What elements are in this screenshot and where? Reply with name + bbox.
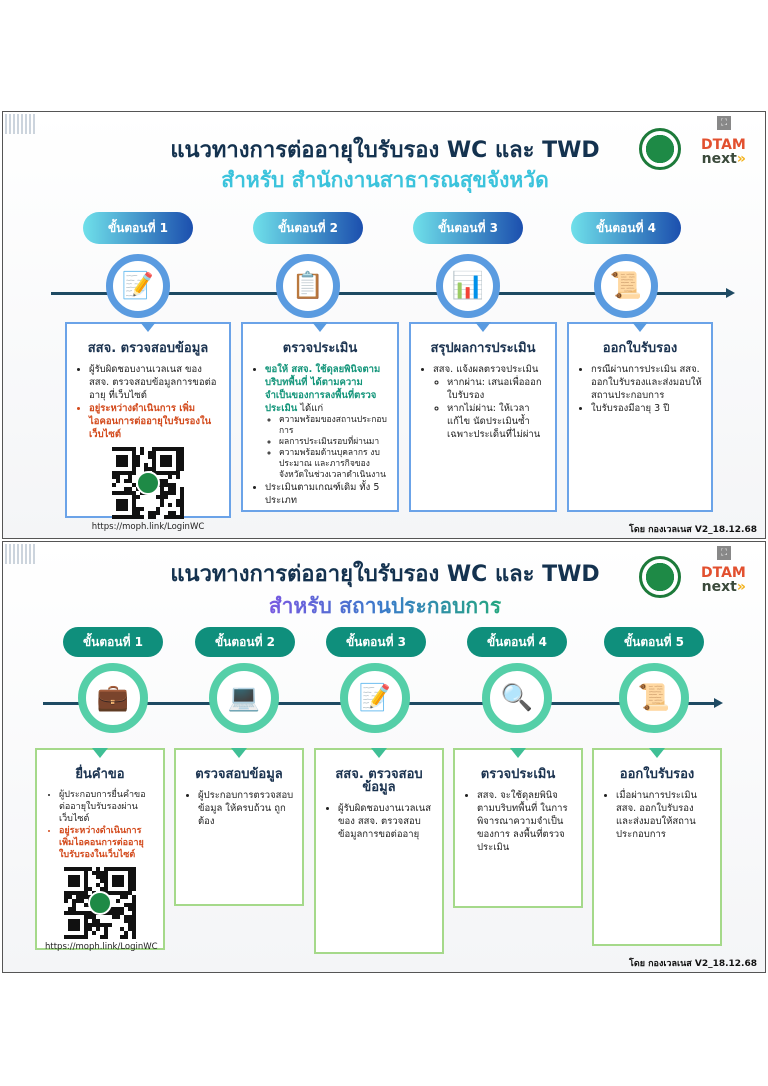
sub-bullet: ความพร้อมของสถานประกอบการ bbox=[279, 415, 389, 437]
card-heading: สรุปผลการประเมิน bbox=[430, 341, 536, 356]
card-heading: ออกใบรับรอง bbox=[619, 767, 695, 782]
qr-code[interactable] bbox=[64, 867, 136, 939]
card-bullet: ใบรับรองมีอายุ 3 ปี bbox=[591, 402, 703, 415]
step-2-card: ตรวจประเมิน ขอให้ สสจ. ใช้ดุลยพินิจตามบร… bbox=[241, 322, 399, 512]
location-search-icon: 🔍 bbox=[482, 663, 552, 733]
document-sign-icon: 📝 bbox=[106, 254, 170, 318]
expand-icon[interactable]: ⛶ bbox=[717, 546, 731, 560]
step-2-pill: ขั้นตอนที่ 2 bbox=[195, 627, 295, 657]
card-bullet: ประเมินตามเกณฑ์เดิม ทั้ง 5 ประเภท bbox=[265, 481, 389, 507]
login-url[interactable]: https://moph.link/LoginWC bbox=[45, 942, 158, 952]
step-4-card: ตรวจประเมิน สสจ. จะใช้ดุลยพินิจตามบริบทพ… bbox=[453, 748, 583, 908]
card-bullet: สสจ. แจ้งผลตรวจประเมิน bbox=[433, 364, 539, 375]
step-4-card: ออกใบรับรอง กรณีผ่านการประเมิน สสจ. ออกใ… bbox=[567, 322, 713, 512]
highlight-text: ขอให้ สสจ. ใช้ดุลยพินิจตามบริบทพื้นที่ ไ… bbox=[265, 364, 381, 414]
step-4-pill: ขั้นตอนที่ 4 bbox=[467, 627, 567, 657]
card-heading: ตรวจประเมิน bbox=[282, 341, 358, 356]
sub-bullet: ผลการประเมินรอบที่ผ่านมา bbox=[279, 437, 389, 448]
slide-title: แนวทางการต่ออายุใบรับรอง WC และ TWD bbox=[170, 138, 600, 163]
qr-code[interactable] bbox=[112, 447, 184, 519]
report-presentation-icon: 📊 bbox=[436, 254, 500, 318]
clipboard-search-icon: 📋 bbox=[276, 254, 340, 318]
slide-title: แนวทางการต่ออายุใบรับรอง WC และ TWD bbox=[170, 562, 600, 587]
in-progress-note: อยู่ระหว่างดำเนินการ เพิ่มไอคอนการต่ออาย… bbox=[89, 402, 221, 441]
step-5-pill: ขั้นตอนที่ 5 bbox=[604, 627, 704, 657]
card-bullet: ผู้ประกอบการยื่นคำขอต่ออายุใบรับรองผ่านเ… bbox=[59, 789, 155, 825]
card-heading: ตรวจประเมิน bbox=[480, 767, 556, 782]
card-heading: ตรวจสอบข้อมูล bbox=[195, 767, 283, 782]
card-heading: สสจ. ตรวจสอบข้อมูล bbox=[335, 767, 423, 795]
slide-subtitle: สำหรับ สำนักงานสาธารณสุขจังหวัด bbox=[221, 168, 549, 192]
step-2-pill: ขั้นตอนที่ 2 bbox=[253, 212, 363, 244]
sub-bullet: หากไม่ผ่าน: ให้เวลาแก้ไข นัดประเมินซ้ำเฉ… bbox=[447, 402, 547, 441]
footer-credit: โดย กองเวลเนส V2_18.12.68 bbox=[629, 959, 757, 969]
expand-icon[interactable]: ⛶ bbox=[717, 116, 731, 130]
card-heading: ออกใบรับรอง bbox=[602, 341, 678, 356]
step-1-card: ยื่นคำขอ ผู้ประกอบการยื่นคำขอต่ออายุใบรั… bbox=[35, 748, 165, 952]
footer-credit: โดย กองเวลเนส V2_18.12.68 bbox=[629, 525, 757, 535]
certificate-icon: 📜 bbox=[619, 663, 689, 733]
sub-bullet: ความพร้อมด้านบุคลากร งบประมาณ และภารกิจข… bbox=[279, 448, 389, 481]
sub-bullet: หากผ่าน: เสนอเพื่อออกใบรับรอง bbox=[447, 376, 547, 402]
decorative-dots bbox=[5, 114, 35, 134]
card-heading: สสจ. ตรวจสอบข้อมูล bbox=[87, 341, 209, 356]
step-5-card: ออกใบรับรอง เมื่อผ่านการประเมิน สสจ. ออก… bbox=[592, 748, 722, 946]
card-bullet: เมื่อผ่านการประเมิน สสจ. ออกใบรับรอง และ… bbox=[616, 789, 712, 841]
card-bullet: ผู้รับผิดชอบงานเวลเนส ของ สสจ. ตรวจสอบข้… bbox=[338, 802, 434, 841]
timeline-line bbox=[51, 288, 735, 298]
step-1-pill: ขั้นตอนที่ 1 bbox=[63, 627, 163, 657]
step-3-card: สสจ. ตรวจสอบข้อมูล ผู้รับผิดชอบงานเวลเนส… bbox=[314, 748, 444, 954]
card-text: ได้แก่ bbox=[297, 403, 324, 414]
card-bullet: ผู้รับผิดชอบงานเวลเนส ของ สสจ. ตรวจสอบข้… bbox=[89, 363, 221, 402]
slide-subtitle: สำหรับ สถานประกอบการ bbox=[235, 590, 535, 623]
card-bullet: ผู้ประกอบการตรวจสอบข้อมูล ให้ครบถ้วน ถูก… bbox=[198, 789, 294, 828]
step-2-card: ตรวจสอบข้อมูล ผู้ประกอบการตรวจสอบข้อมูล … bbox=[174, 748, 304, 906]
step-1-pill: ขั้นตอนที่ 1 bbox=[83, 212, 193, 244]
step-1-card: สสจ. ตรวจสอบข้อมูล ผู้รับผิดชอบงานเวลเนส… bbox=[65, 322, 231, 532]
step-3-pill: ขั้นตอนที่ 3 bbox=[326, 627, 426, 657]
login-url[interactable]: https://moph.link/LoginWC bbox=[91, 522, 205, 532]
certificate-icon: 📜 bbox=[594, 254, 658, 318]
moph-logo bbox=[639, 128, 681, 170]
step-3-card: สรุปผลการประเมิน สสจ. แจ้งผลตรวจประเมิน … bbox=[409, 322, 557, 512]
card-heading: ยื่นคำขอ bbox=[75, 767, 125, 782]
in-progress-note: อยู่ระหว่างดำเนินการ เพิ่มไอคอนการต่ออาย… bbox=[59, 825, 155, 861]
step-4-pill: ขั้นตอนที่ 4 bbox=[571, 212, 681, 244]
slide-provincial-office: แนวทางการต่ออายุใบรับรอง WC และ TWD สำหร… bbox=[2, 111, 766, 539]
card-bullet: สสจ. จะใช้ดุลยพินิจตามบริบทพื้นที่ ในการ… bbox=[477, 789, 573, 854]
step-3-pill: ขั้นตอนที่ 3 bbox=[413, 212, 523, 244]
document-sign-icon: 📝 bbox=[340, 663, 410, 733]
decorative-dots bbox=[5, 544, 35, 564]
briefcase-document-icon: 💼 bbox=[78, 663, 148, 733]
card-bullet: กรณีผ่านการประเมิน สสจ. ออกใบรับรองและส่… bbox=[591, 363, 703, 402]
moph-logo bbox=[639, 556, 681, 598]
laptop-book-icon: 💻 bbox=[209, 663, 279, 733]
slide-establishment: แนวทางการต่ออายุใบรับรอง WC และ TWD สำหร… bbox=[2, 541, 766, 973]
